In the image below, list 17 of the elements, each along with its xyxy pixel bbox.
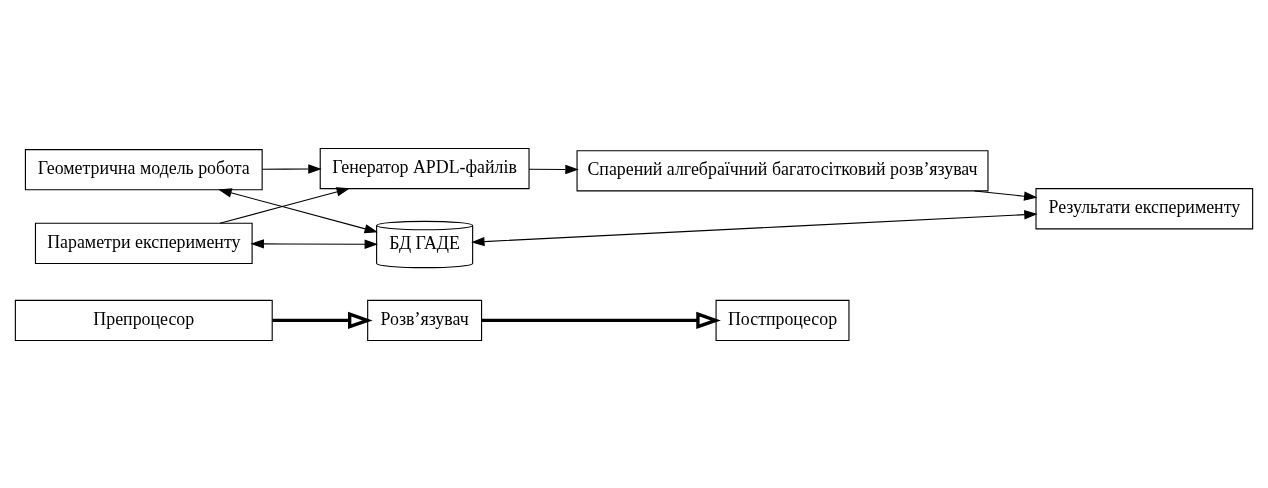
node-box: Препроцесор [14, 299, 273, 341]
node-box: Спарений алгебраїчний багатосітковий розв’язувач [576, 149, 989, 191]
arrow [218, 187, 378, 233]
arrow [481, 311, 721, 329]
arrow [261, 163, 322, 174]
arrow [219, 186, 350, 224]
arrow [471, 209, 1038, 246]
arrow [528, 164, 579, 174]
node-box: Розв’язувач [367, 299, 483, 341]
node-box: Геометрична модель робота [24, 148, 263, 190]
node-box: Постпроцесор [715, 299, 850, 341]
node-box: Генератор APDL-файлів [319, 147, 530, 189]
arrow [973, 189, 1038, 201]
node-box: Параметри експерименту [34, 222, 253, 264]
arrow [272, 311, 373, 329]
arrow [250, 238, 378, 249]
node-box: Результати експерименту [1035, 187, 1254, 229]
